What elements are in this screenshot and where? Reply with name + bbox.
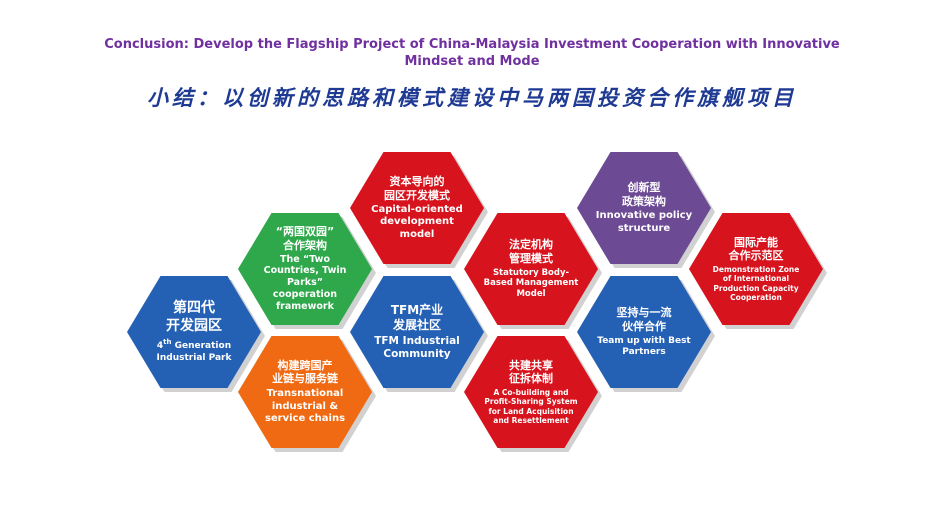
hex-label-en: The “Two Countries, Twin Parks” cooperat… [263, 253, 347, 313]
hex-label-cn: TFM产业 发展社区 [390, 302, 444, 332]
hex-capital-oriented-development: 资本导向的 园区开发模式 Capital-oriented developmen… [350, 152, 484, 264]
hex-transnational-chains: 构建跨国产 业链与服务链 Transnational industrial & … [238, 336, 372, 448]
hex-label-en: Capital-oriented development model [371, 203, 463, 240]
hex-label-en: Transnational industrial & service chain… [264, 388, 346, 424]
hex-label-cn: 国际产能 合作示范区 [728, 235, 784, 263]
hex-label-cn: 构建跨国产 业链与服务链 [272, 358, 338, 386]
title-chinese: 小结：以创新的思路和模式建设中马两国投资合作旗舰项目 [147, 85, 797, 110]
hex-label-en: Innovative policy structure [595, 210, 693, 234]
hex-label-en: TFM Industrial Community [374, 334, 460, 360]
hex-label-en: 4th Generation Industrial Park [156, 338, 232, 363]
title-english: Conclusion: Develop the Flagship Project… [104, 37, 840, 69]
hex-label-cn: 坚持与一流 伙伴合作 [616, 306, 672, 333]
hex-label-cn: “两国双园” 合作架构 [275, 225, 335, 252]
hex-label-cn: 法定机构 管理模式 [509, 238, 553, 266]
hex-label-cn: 资本导向的 园区开发模式 [384, 175, 450, 202]
hex-label-cn: 创新型 政策架构 [622, 180, 666, 208]
hex-label-en: Team up with Best Partners [597, 335, 691, 357]
hex-two-countries-twin-parks: “两国双园” 合作架构 The “Two Countries, Twin Par… [238, 213, 372, 325]
hex-label-en: Statutory Body- Based Management Model [483, 267, 579, 300]
hex-tfm-industrial-community: TFM产业 发展社区 TFM Industrial Community [350, 276, 484, 388]
hex-label-en: A Co-building and Profit-Sharing System … [484, 388, 578, 426]
hex-label-cn: 共建共享 征拆体制 [509, 358, 553, 386]
hex-label-cn: 第四代 开发园区 [166, 300, 222, 334]
hex-label-en: Demonstration Zone of International Prod… [712, 265, 800, 303]
